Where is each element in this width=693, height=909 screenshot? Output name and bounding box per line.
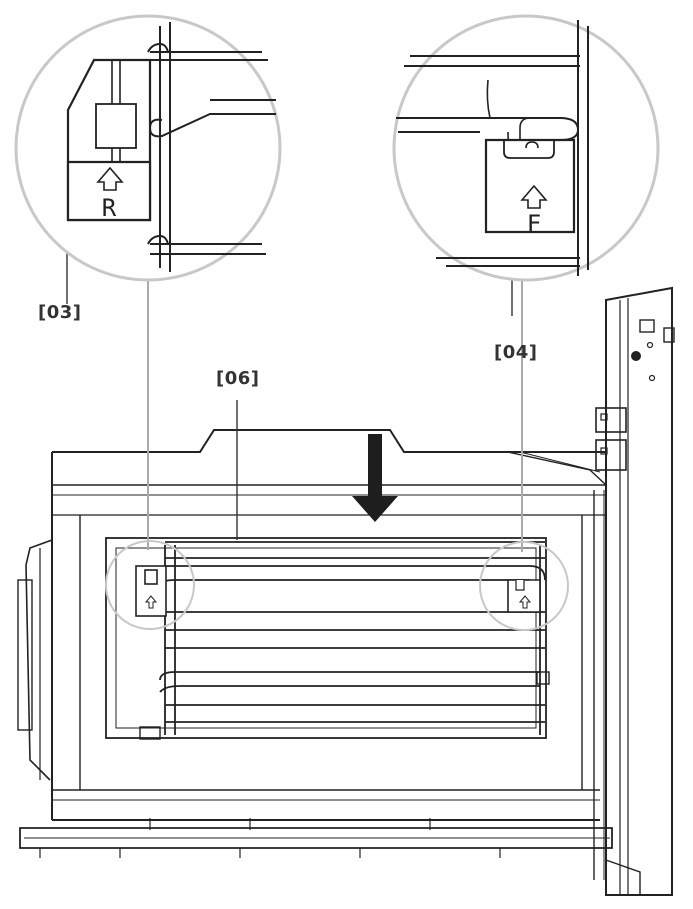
callout-rail: [06] (216, 368, 260, 389)
front-support-small (507, 579, 541, 613)
rear-marking-letter: R (102, 194, 117, 222)
callout-front-support: [04] (494, 342, 538, 363)
leader-lines (147, 256, 523, 552)
rack-rails (139, 541, 550, 740)
magnifier-front-detail: F (392, 14, 660, 282)
magnifier-small-circles (105, 540, 569, 631)
magnifier-rear-detail: R (14, 14, 282, 282)
callout-rear-support: [03] (38, 302, 82, 323)
side-panel (593, 286, 675, 896)
front-marking-letter: F (527, 210, 541, 238)
down-arrow-icon (352, 434, 398, 522)
up-arrow-outline-icon (96, 166, 124, 191)
up-arrow-outline-icon (520, 184, 548, 209)
rear-support-small (135, 565, 167, 617)
oven-cavity (105, 537, 547, 739)
oven-body (17, 429, 613, 858)
